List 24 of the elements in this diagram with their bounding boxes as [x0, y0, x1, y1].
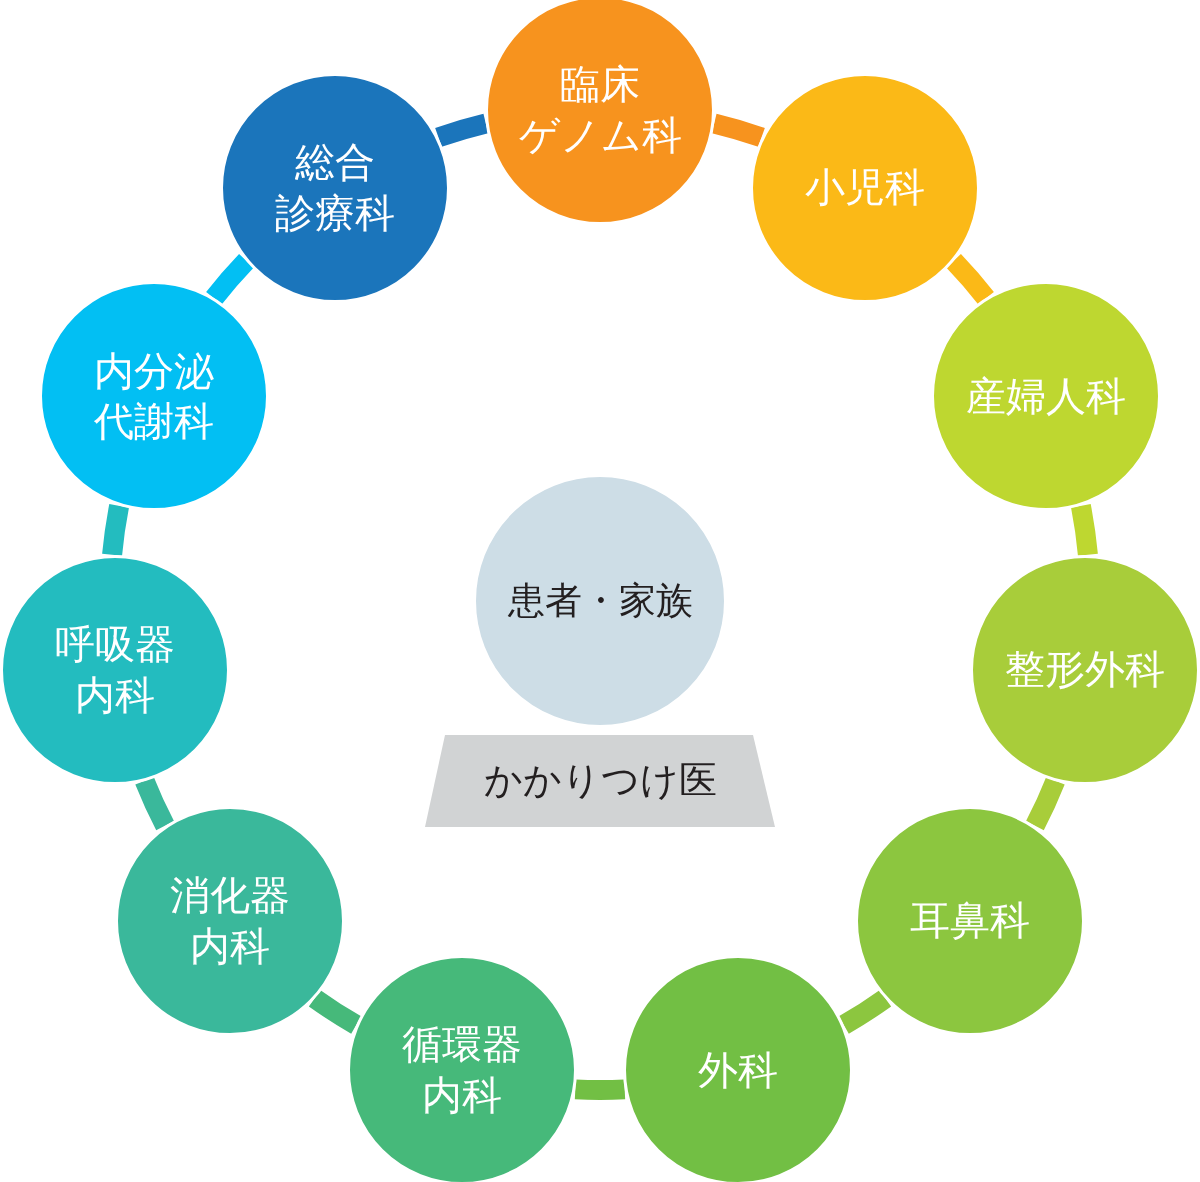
connector-arc [574, 1079, 626, 1100]
connector-arc [206, 254, 254, 305]
node-label: 内分泌代謝科 [94, 346, 215, 447]
node-label: 循環器内科 [401, 1020, 522, 1121]
connector-arc [102, 504, 129, 556]
node-label: 産婦人科 [965, 372, 1126, 422]
connector-arc [711, 113, 765, 147]
connector-arc [946, 254, 994, 305]
node-label: 総合診療科 [275, 138, 396, 238]
node-label: かかりつけ医 [483, 758, 717, 804]
node-label: 呼吸器内科 [55, 619, 175, 720]
connector-arc [1071, 504, 1098, 556]
node-label: 臨床ゲノム科 [518, 60, 682, 160]
trapezoid-plate [425, 735, 775, 827]
node-label: 外科 [698, 1045, 779, 1095]
node-label: 耳鼻科 [910, 896, 1031, 946]
node-label: 小児科 [804, 163, 925, 213]
node-label: 整形外科 [1005, 645, 1165, 695]
connector-arc [1025, 777, 1065, 831]
node-label: 消化器内科 [169, 871, 290, 971]
node-label: 患者・家族 [507, 578, 693, 624]
connector-arc [838, 990, 892, 1034]
connector-arc [135, 777, 175, 831]
connector-arc [308, 990, 362, 1034]
